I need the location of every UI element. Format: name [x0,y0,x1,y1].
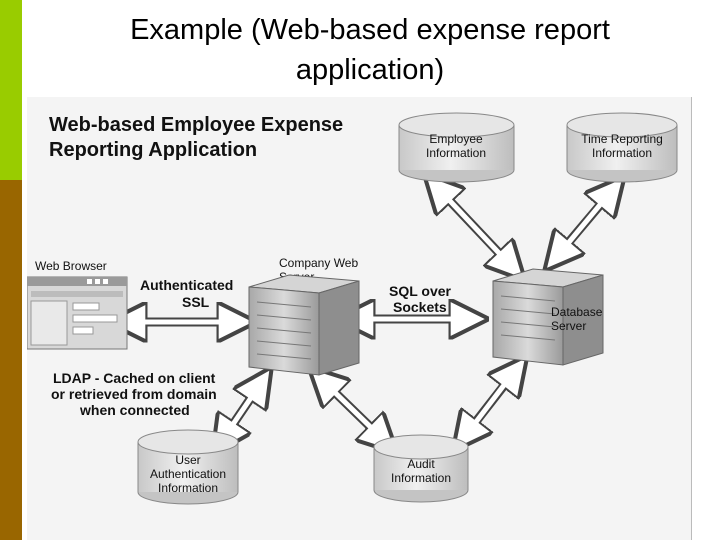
database-server-label-1: Database [551,305,603,319]
user-auth-label-2: Authentication [150,467,226,481]
slide-title-line-1: Example (Web-based expense report [130,14,610,46]
employee-info-label-2: Information [426,146,486,160]
accent-bar-green [0,0,22,180]
database-server-node: Database Server [492,268,604,366]
employee-info-label-1: Employee [429,132,483,146]
time-reporting-label-2: Information [592,146,652,160]
sql-over-sockets-label-2: Sockets [393,299,447,315]
audit-label-1: Audit [407,457,435,471]
accent-bar-brown [0,180,22,540]
ldap-label-1: LDAP - Cached on client [53,370,216,386]
diagram-heading-line-1: Web-based Employee Expense [49,114,343,136]
user-authentication-db: User Authentication Information [137,429,239,505]
company-web-server-node: Company Web Server [248,256,360,376]
slide-title: Example (Web-based expense report applic… [40,10,700,90]
sql-over-sockets-label-1: SQL over [389,283,452,299]
ldap-label-3: when connected [79,402,190,418]
user-auth-label-1: User [175,453,200,467]
employee-information-db: Employee Information [398,112,515,183]
ldap-label-2: or retrieved from domain [51,386,217,402]
time-reporting-information-db: Time Reporting Information [566,112,678,183]
database-server-label-2: Server [551,319,586,333]
audit-information-db: Audit Information [373,434,469,503]
web-server-label-1: Company Web [279,256,358,270]
user-auth-label-3: Information [158,481,218,495]
authenticated-ssl-label-1: Authenticated [140,277,233,293]
authenticated-ssl-label-2: SSL [182,294,210,310]
slide-title-line-2: application) [295,54,445,86]
audit-label-2: Information [391,471,451,485]
web-browser-node: Web Browser [27,259,128,350]
diagram-heading-line-2: Reporting Application [49,139,257,161]
web-browser-label: Web Browser [35,259,107,273]
architecture-diagram: Web-based Employee Expense Reporting App… [27,97,692,540]
time-reporting-label-1: Time Reporting [581,132,663,146]
